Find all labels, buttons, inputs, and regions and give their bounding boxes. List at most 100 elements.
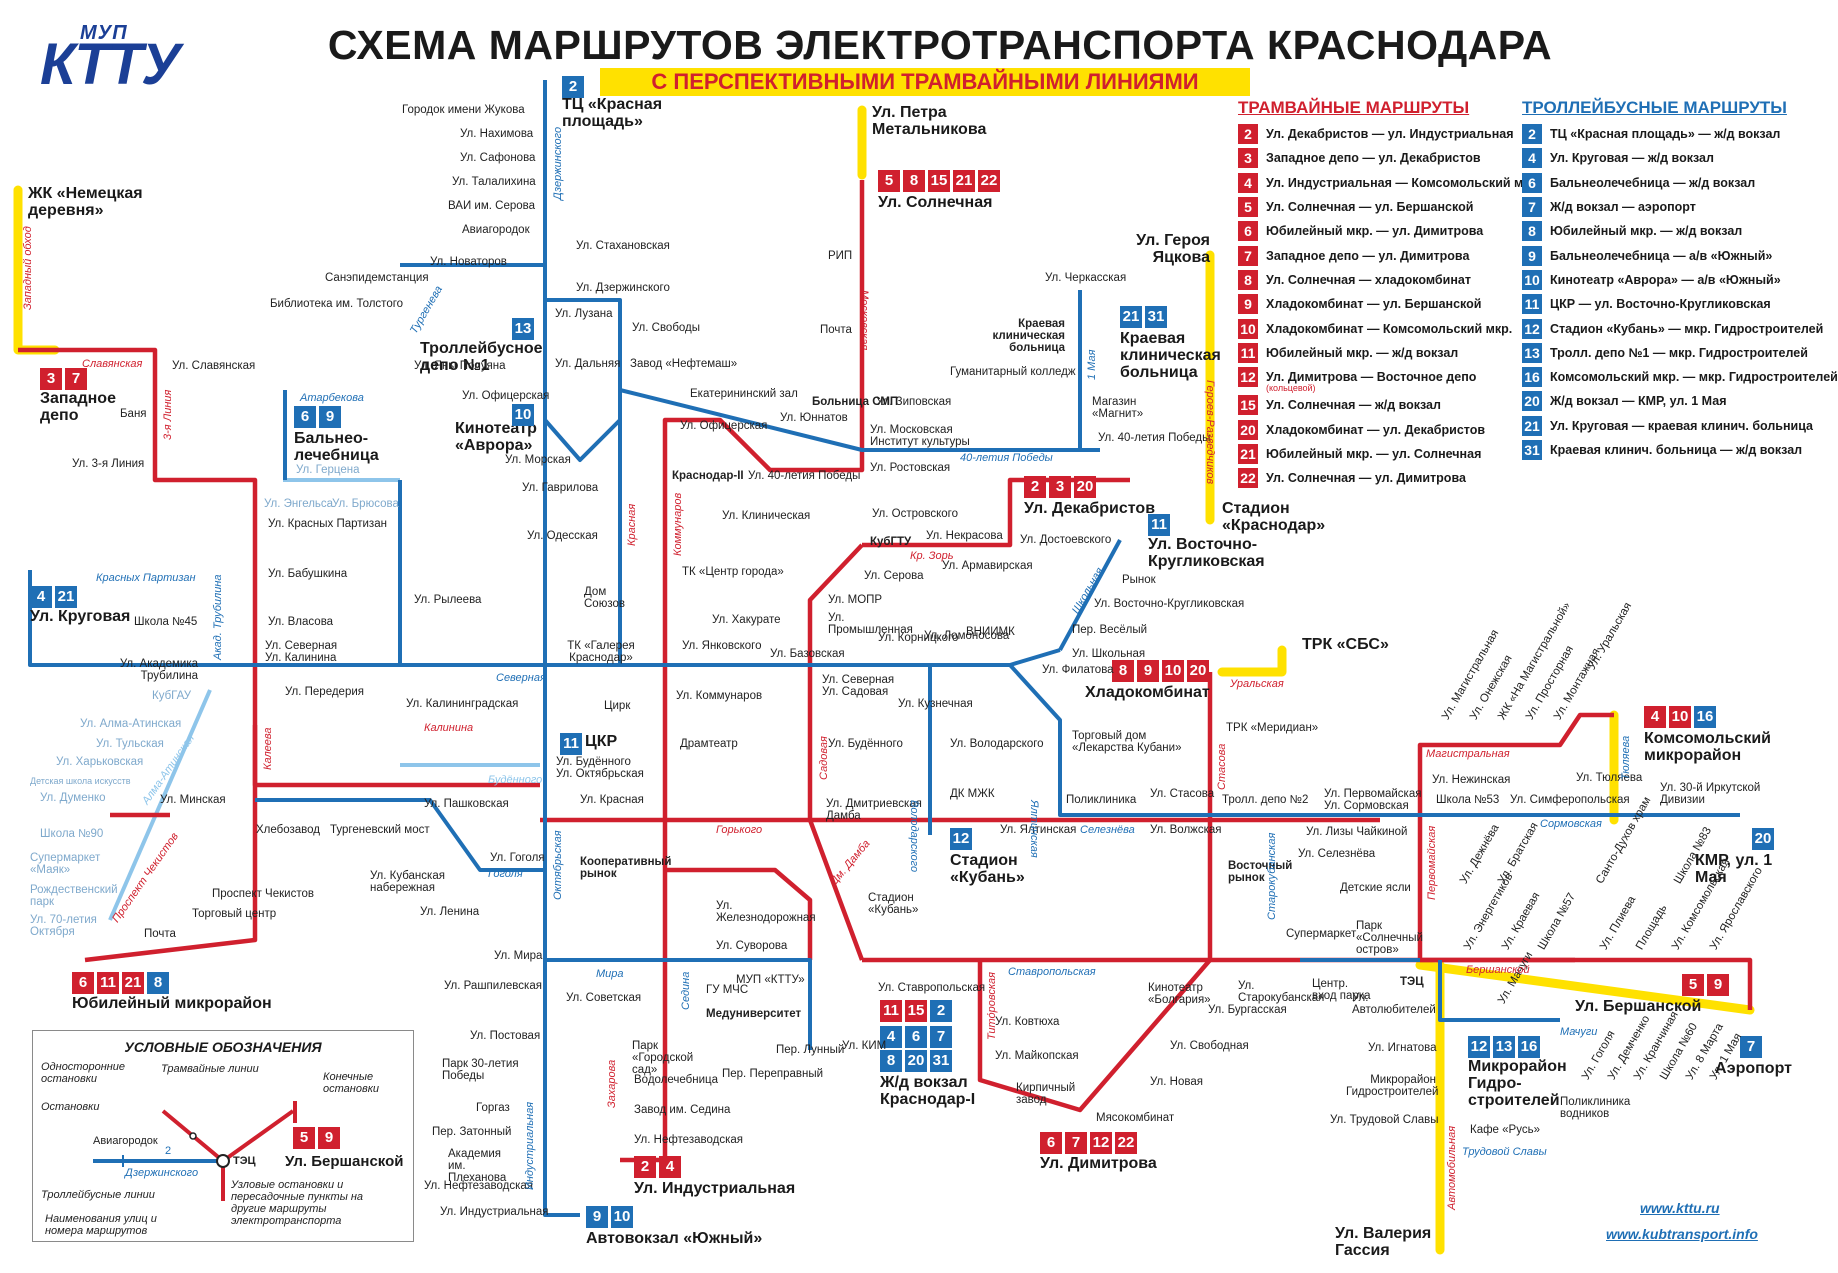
street-name: Ставропольская — [1008, 966, 1096, 978]
stop-label: Ул. Дальняя — [555, 358, 621, 370]
route-description: Ул. Круговая — краевая клинич. больница — [1550, 418, 1814, 433]
route-number-badge: 6 — [72, 972, 94, 994]
route-number-badge: 9 — [586, 1206, 608, 1228]
tram-line-kalinina — [252, 725, 540, 788]
terminal-zhd-vokzal: Ж/д вокзал Краснодар-I — [880, 1074, 976, 1108]
stop-label: МУП «КТТУ» — [736, 974, 805, 986]
stop-label: Детские ясли — [1340, 882, 1411, 894]
terminal-metalnikova: Ул. Петра Метальникова — [872, 104, 987, 138]
stop-label: Ул. Кузнечная — [898, 698, 973, 710]
tram-line-bershanskoy — [1420, 957, 1753, 1010]
stop-label: Ул. Советская — [566, 992, 642, 1004]
route-number-badge: 10 — [1162, 660, 1184, 682]
stop-label: Ул. Харьковская — [56, 756, 144, 768]
trol-line-krugovaya — [28, 480, 402, 667]
key-route-number: 2 — [165, 1145, 172, 1157]
stop-label: Ул. Черкасская — [1045, 272, 1127, 284]
stop-label: Ул. Автолюбителей — [1352, 992, 1436, 1016]
stop-label: Ул. Нефтезаводская — [634, 1134, 743, 1146]
route-number-badge: 3 — [1049, 476, 1071, 498]
stop-label: Академия им. Плеханова — [448, 1148, 507, 1184]
terminal-industrialnaya: Ул. Индустриальная — [634, 1180, 796, 1197]
terminal-gidrostroiteley: Микрорайон Гидро-строителей — [1468, 1058, 1567, 1109]
route-number-badge: 5 — [1238, 197, 1258, 218]
route-number-badge: 9 — [319, 406, 341, 428]
key-oneway-label: Односторонние остановки — [41, 1061, 126, 1085]
stop-label: Микрорайон Гидростроителей — [1346, 1074, 1439, 1098]
terminal-aeroport: Аэропорт — [1715, 1060, 1792, 1077]
route-number-badge: 12 — [1090, 1132, 1112, 1154]
stop-label: Ул. Железнодорожная — [716, 900, 816, 924]
route-number-badge: 4 — [30, 586, 52, 608]
stop-label: Ул. Первомайская — [1324, 788, 1422, 800]
stop-label: Ул. 30-й Иркутской Дивизии — [1660, 782, 1761, 806]
route-number-badge: 7 — [930, 1026, 952, 1048]
stop-label: Ул. Бабушкина — [268, 568, 348, 580]
stop-label: Ул. Пашковская — [424, 798, 509, 810]
stop-label: Ул. 40-летия Победы — [748, 470, 861, 482]
terminal-krasnaya-ploshchad: ТЦ «Красная площадь» — [562, 96, 663, 130]
stop-label: Ул. 3-я Линия — [72, 458, 145, 470]
stop-label: Ул. Новая — [1150, 1076, 1203, 1088]
route-number-badge: 16 — [1522, 367, 1542, 388]
stop-label: Ул. Офицерская — [462, 390, 550, 402]
route-number-badge: 16 — [1694, 706, 1716, 728]
route-number-badge: 16 — [1518, 1036, 1540, 1058]
stop-label: Ул. Хакурате — [712, 614, 781, 626]
stop-label: Ул. Новаторов — [430, 256, 507, 268]
legend-route-row: 11 ЦКР — ул. Восточно-Кругликовская — [1522, 292, 1802, 316]
kubtransport-website-link[interactable]: www.kubtransport.info — [1606, 1226, 1758, 1242]
stop-label: Почта — [144, 928, 176, 940]
trolley-legend-heading: ТРОЛЛЕЙБУСНЫЕ МАРШРУТЫ — [1522, 98, 1787, 117]
route-number-badge: 7 — [1238, 245, 1258, 266]
street-name: Индустриальная — [524, 1101, 536, 1190]
street-name: Дзержинского — [552, 126, 564, 200]
stop-label: Библиотека им. Толстого — [270, 298, 404, 310]
stop-label: Мясокомбинат — [1096, 1112, 1175, 1124]
route-number-badge: 6 — [294, 406, 316, 428]
key-tec-label: ТЭЦ — [233, 1155, 256, 1167]
stop-label: Ул. Гоголя — [490, 852, 545, 864]
tram-line-dimitrova — [977, 958, 1212, 1113]
terminal-krugovaya: Ул. Круговая — [30, 608, 131, 625]
stop-label: Кинотеатр «Болгария» — [1148, 982, 1211, 1006]
stop-label: Медуниверситет — [706, 1008, 802, 1020]
stop-label: Ул. Передерия — [285, 686, 364, 698]
terminal-geroya-yatskova: Ул. Героя Яцкова — [1136, 232, 1210, 266]
stop-label: Ул. Майкопская — [995, 1050, 1079, 1062]
stop-label: Восточный рынок — [1228, 860, 1293, 884]
route-description: Западное депо — ул. Декабристов — [1266, 151, 1481, 166]
terminal-balneo: Бальнео-лечебница — [294, 430, 379, 464]
stop-label: Ул. Трудовой Славы — [1330, 1114, 1439, 1126]
terminal-yubileiny: Юбилейный микрорайон — [72, 995, 272, 1012]
stop-label: Ул. Волжская — [1150, 824, 1222, 836]
key-street-name: Дзержинского — [125, 1167, 199, 1179]
key-title: УСЛОВНЫЕ ОБОЗНАЧЕНИЯ — [124, 1039, 322, 1055]
route-number-badge: 21 — [122, 972, 144, 994]
stop-label: Поликлиника — [1066, 794, 1137, 806]
terminal-stadion-krasnodar: Стадион «Краснодар» — [1222, 500, 1326, 534]
terminal-dimitrova: Ул. Димитрова — [1040, 1155, 1157, 1172]
street-name: Октябрьская — [552, 830, 564, 900]
route-note: (кольцевой) — [1266, 383, 1316, 394]
stop-label: Ул. Нахимова — [460, 128, 534, 140]
stop-label: Баня — [120, 408, 147, 420]
route-badges-krasnaya-ploshchad: 2 — [562, 76, 584, 98]
stop-label: Ул. Дмитриевская Дамба — [826, 798, 922, 822]
stop-label: Ул. Северная — [265, 640, 338, 652]
stop-label: Ул. Красных Партизан — [268, 518, 387, 530]
kttu-website-link[interactable]: www.kttu.ru — [1640, 1200, 1720, 1216]
route-description: Юбилейный мкр. — ж/д вокзал — [1550, 224, 1743, 239]
route-number-badge: 11 — [1522, 294, 1542, 315]
trol-line-1maya — [1010, 290, 1082, 452]
route-number-badge: 10 — [1669, 706, 1691, 728]
tram-line-kommunarov — [662, 180, 865, 820]
route-description: ЦКР — ул. Восточно-Кругликовская — [1550, 297, 1771, 312]
tram-line-zhd — [665, 867, 813, 960]
route-number-badge: 9 — [318, 1127, 340, 1149]
